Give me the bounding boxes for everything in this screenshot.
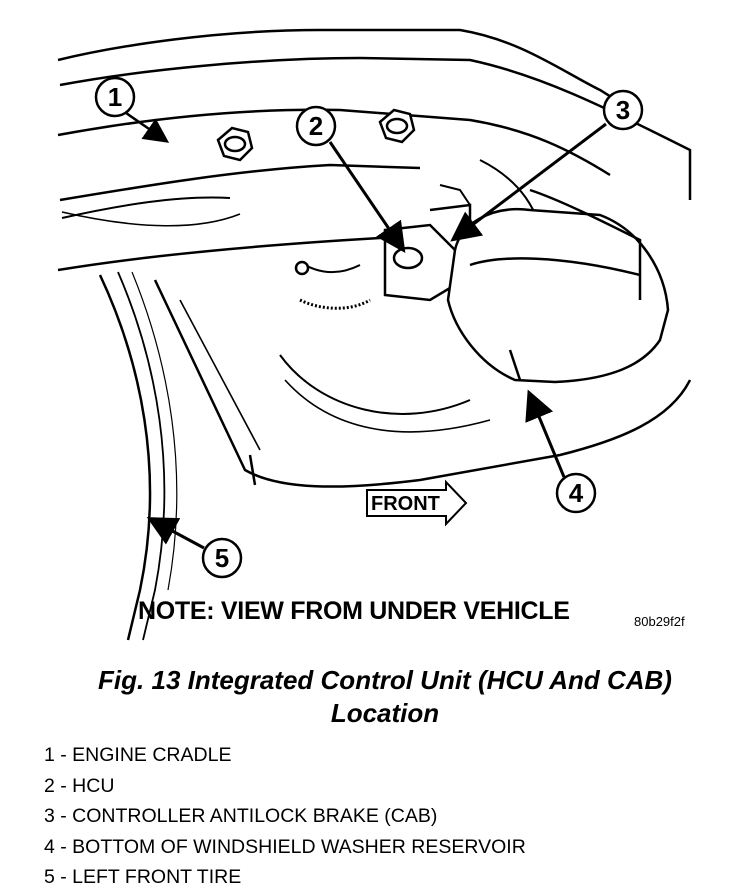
- callout-3-number: 3: [616, 95, 630, 125]
- caption-line-1: Fig. 13 Integrated Control Unit (HCU And…: [98, 665, 672, 695]
- caption-line-2: Location: [330, 698, 440, 728]
- callout-1: 1: [94, 76, 170, 143]
- legend-item: 5 - LEFT FRONT TIRE: [44, 866, 242, 888]
- callout-4: 4: [525, 389, 597, 514]
- mounting-nut-left: [216, 126, 254, 162]
- view-note: NOTE: VIEW FROM UNDER VEHICLE: [138, 597, 570, 625]
- callout-2: 2: [295, 105, 406, 253]
- cab-reservoir-drawing: [446, 188, 670, 384]
- underside-illustration: 1 2 3 4 5 FRONT: [57, 28, 692, 641]
- callout-3: 3: [450, 89, 644, 242]
- callout-5: 5: [146, 517, 243, 579]
- legend-item: 3 - CONTROLLER ANTILOCK BRAKE (CAB): [44, 805, 438, 827]
- legend-item: 1 - ENGINE CRADLE: [44, 744, 232, 766]
- legend-item: 2 - HCU: [44, 774, 115, 797]
- legend-list: 1 - ENGINE CRADLE 2 - HCU 3 - CONTROLLER…: [44, 740, 526, 893]
- front-direction-arrow: FRONT: [366, 479, 468, 527]
- front-label: FRONT: [371, 493, 440, 515]
- legend-item: 4 - BOTTOM OF WINDSHIELD WASHER RESERVOI…: [44, 835, 526, 858]
- left-front-tire-drawing: [98, 271, 178, 641]
- mounting-nut-right: [378, 108, 416, 144]
- callout-4-number: 4: [569, 478, 584, 508]
- callout-1-number: 1: [108, 82, 122, 112]
- figure-caption: Fig. 13 Integrated Control Unit (HCU And…: [40, 664, 730, 730]
- callout-2-number: 2: [309, 111, 323, 141]
- figure-code: 80b29f2f: [634, 614, 685, 629]
- callout-5-number: 5: [215, 543, 229, 573]
- splash-shield-drawing: [153, 279, 692, 488]
